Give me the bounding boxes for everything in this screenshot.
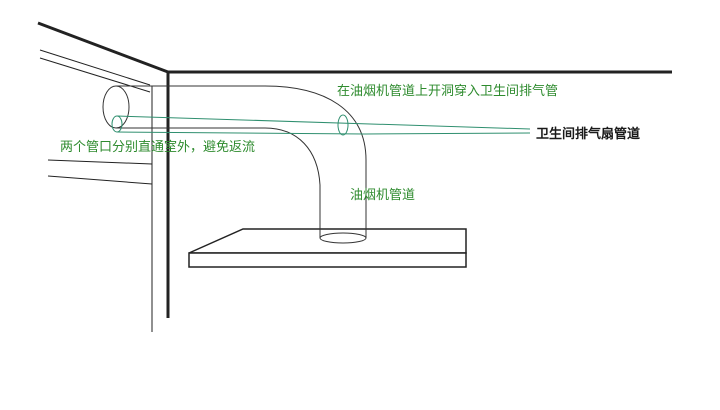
bathroom-pipe-entry-hole xyxy=(337,114,349,136)
bathroom-duct-label: 卫生间排气扇管道 xyxy=(536,127,641,142)
hood-duct-bottom-edge xyxy=(116,127,321,238)
left-wall-line-1 xyxy=(39,49,151,86)
bathroom-pipe-extension xyxy=(364,132,531,135)
room-structure xyxy=(37,21,672,332)
hole-note-label: 在油烟机管道上开洞穿入卫生间排气管 xyxy=(337,84,559,99)
bathroom-pipe-bottom-edge xyxy=(116,131,366,135)
hood-duct-base-opening xyxy=(319,232,367,244)
range-hood-top xyxy=(188,228,467,254)
left-wall-line-2 xyxy=(39,57,151,93)
bathroom-exhaust-pipe xyxy=(111,114,531,136)
bathroom-pipe-top-edge xyxy=(116,115,531,130)
range-hood xyxy=(188,228,467,268)
hood-duct-pipe xyxy=(102,85,367,244)
range-hood-front xyxy=(188,252,467,268)
cabinet-lower-line xyxy=(47,175,153,185)
cabinet-top-line xyxy=(47,159,153,165)
ceiling-left-edge xyxy=(37,21,169,74)
hood-duct-outlet-end xyxy=(102,85,130,129)
hood-duct-label: 油烟机管道 xyxy=(350,188,416,203)
outlets-note-label: 两个管口分别直通室外，避免返流 xyxy=(60,140,256,155)
bathroom-pipe-outlet-end xyxy=(111,115,123,133)
hood-duct-top-edge xyxy=(116,85,367,238)
